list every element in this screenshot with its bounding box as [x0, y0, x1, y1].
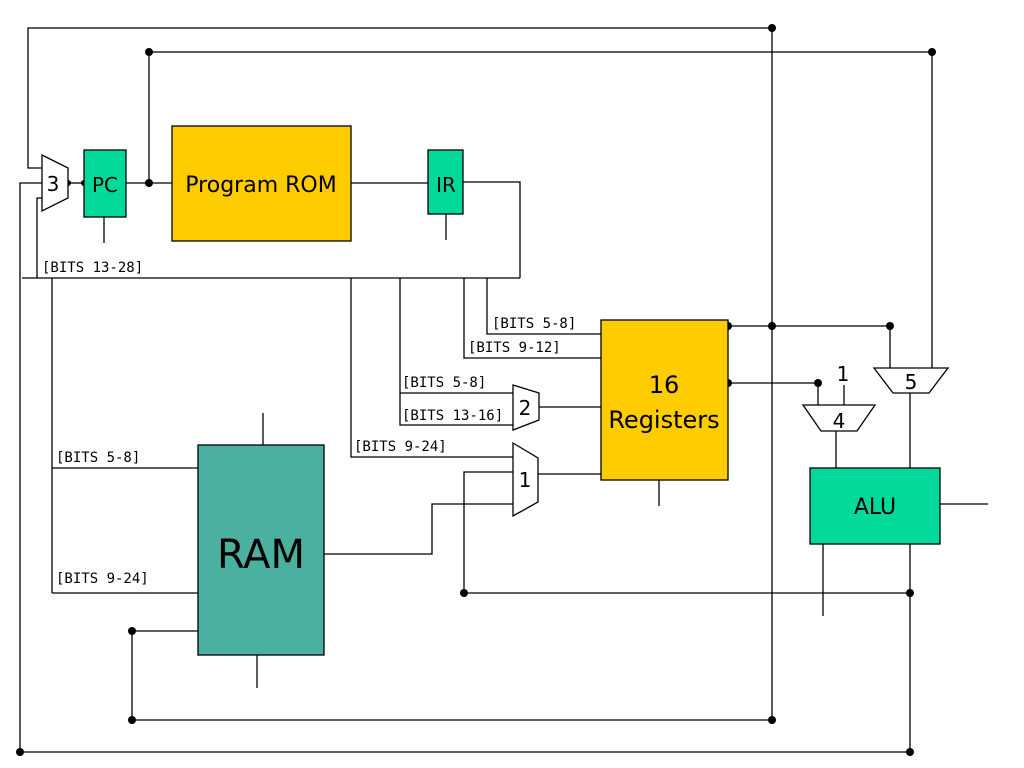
- junction-dot: [814, 379, 822, 387]
- junction-dot: [906, 589, 914, 597]
- program-rom-label: Program ROM: [185, 173, 336, 198]
- wire-ram-out: [324, 503, 513, 555]
- junction-dot: [460, 589, 468, 597]
- bit-labels: [BITS 13-28] [BITS 5-8] [BITS 9-12] [BIT…: [42, 260, 576, 587]
- label-ram-bits-9-24: [BITS 9-24]: [56, 571, 149, 587]
- label-mux2-bits-13-16: [BITS 13-16]: [402, 408, 503, 424]
- registers-label-name: Registers: [608, 406, 719, 434]
- wire-top-feedback: [27, 27, 772, 169]
- mux-4-label: 4: [833, 409, 846, 433]
- label-reg-bits-5-8: [BITS 5-8]: [492, 316, 576, 332]
- ram-block: RAM: [197, 444, 325, 656]
- register-file: 16 Registers: [600, 319, 729, 481]
- wires: [19, 27, 988, 753]
- wire-ram-data-in: [131, 630, 772, 721]
- wire-bits-13-28-to-mux3: [36, 197, 42, 278]
- junction-dot: [906, 748, 914, 756]
- junction-dot: [128, 627, 136, 635]
- junction-dot: [768, 24, 776, 32]
- mux-2-label: 2: [519, 396, 532, 420]
- mux-5: 5: [872, 367, 950, 394]
- wire-mux1-low: [463, 471, 513, 593]
- mux-1: 1: [512, 441, 539, 518]
- junction-dot: [145, 48, 153, 56]
- alu-label: ALU: [854, 495, 896, 520]
- junction-dot: [768, 322, 776, 330]
- junction-dot: [886, 322, 894, 330]
- junction-dot: [128, 716, 136, 724]
- mux-1-label: 1: [519, 468, 532, 492]
- mux-3: 3: [41, 153, 69, 213]
- constant-one-label: 1: [837, 362, 850, 386]
- ir-label: IR: [436, 173, 456, 197]
- alu-block: ALU: [809, 467, 941, 545]
- junction-dot: [145, 179, 153, 187]
- pc-label: PC: [92, 173, 118, 197]
- wire-reg-bits-5-8: [486, 278, 601, 335]
- mux-3-label: 3: [47, 172, 60, 196]
- wire-ir-out: [463, 181, 521, 278]
- mux-2: 2: [512, 384, 540, 431]
- wire-mux2-bits-13-16: [399, 393, 513, 426]
- wire-mux1-bits-9-24: [350, 278, 513, 458]
- label-reg-bits-9-12: [BITS 9-12]: [468, 340, 561, 356]
- wire-reg-bits-9-12: [463, 278, 601, 359]
- label-bits-13-28: [BITS 13-28]: [42, 260, 143, 276]
- mux-5-label: 5: [905, 370, 918, 394]
- ram-label: RAM: [217, 532, 305, 578]
- label-mux1-bits-9-24: [BITS 9-24]: [354, 439, 447, 455]
- label-ram-bits-5-8: [BITS 5-8]: [56, 450, 140, 466]
- wire-mux3-low-input: [19, 182, 42, 752]
- junction-dot: [768, 716, 776, 724]
- instruction-register: IR: [427, 149, 464, 215]
- program-rom: Program ROM: [171, 125, 352, 242]
- label-mux2-bits-5-8: [BITS 5-8]: [402, 375, 486, 391]
- junction-dot: [16, 748, 24, 756]
- mux-4: 4: [801, 404, 877, 433]
- registers-label-count: 16: [649, 371, 680, 399]
- pc-register: PC: [83, 149, 127, 218]
- junction-dot: [928, 48, 936, 56]
